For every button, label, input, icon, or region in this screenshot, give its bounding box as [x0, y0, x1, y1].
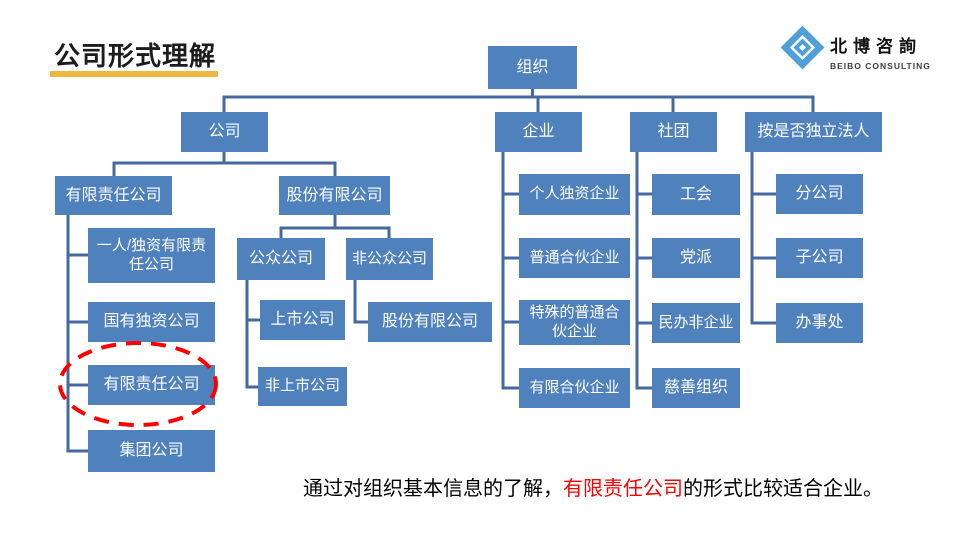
logo-name-en: BEIBO CONSULTING	[830, 61, 931, 71]
node-enterprise: 企业	[495, 112, 582, 152]
title-underline	[50, 71, 218, 77]
node-limited-liability-company: 有限责任公司	[55, 176, 172, 215]
node-state-owned-sole-company: 国有独资公司	[88, 302, 215, 342]
node-group-company: 集团公司	[88, 430, 215, 472]
node-public-company: 公众公司	[237, 238, 325, 280]
node-labor-union: 工会	[652, 174, 740, 215]
node-listed-company: 上市公司	[260, 300, 345, 340]
node-private-non-enterprise: 民办非企业	[652, 303, 740, 343]
node-charity-organization: 慈善组织	[652, 368, 740, 408]
summary-prefix: 通过对组织基本信息的了解，	[303, 478, 563, 500]
node-joint-stock-company: 股份有限公司	[279, 176, 390, 215]
beibo-diamond-icon	[779, 24, 826, 76]
page-title: 公司形式理解	[54, 41, 217, 71]
node-limited-liability-company-highlighted: 有限责任公司	[88, 365, 215, 405]
node-limited-partnership: 有限合伙企业	[519, 368, 630, 408]
node-unlisted-company: 非上市公司	[258, 367, 347, 406]
node-special-general-partnership: 特殊的普通合 伙企业	[519, 300, 630, 345]
logo-name-cn: 北博咨詢	[830, 37, 922, 56]
node-representative-office: 办事处	[776, 303, 863, 343]
node-sole-proprietorship-enterprise: 个人独资企业	[519, 174, 630, 215]
node-company: 公司	[181, 112, 268, 152]
node-general-partnership: 普通合伙企业	[519, 238, 630, 278]
node-association: 社团	[630, 112, 717, 152]
summary-text: 通过对组织基本信息的了解，有限责任公司的形式比较适合企业。	[303, 472, 883, 501]
node-joint-stock-limited-company: 股份有限公司	[368, 302, 492, 342]
node-non-public-company: 非公众公司	[346, 238, 433, 280]
node-one-person-sole-llc: 一人/独资有限责 任公司	[88, 228, 215, 283]
summary-suffix: 的形式比较适合企业。	[683, 478, 883, 500]
summary-highlight: 有限责任公司	[563, 478, 683, 500]
node-branch-company: 分公司	[776, 174, 863, 214]
node-subsidiary-company: 子公司	[776, 238, 863, 278]
node-organization: 组织	[488, 46, 577, 89]
node-political-party: 党派	[652, 238, 740, 278]
beibo-logo: 北博咨詢 BEIBO CONSULTING	[779, 24, 931, 76]
node-by-independent-legal-person: 按是否独立法人	[745, 112, 882, 152]
